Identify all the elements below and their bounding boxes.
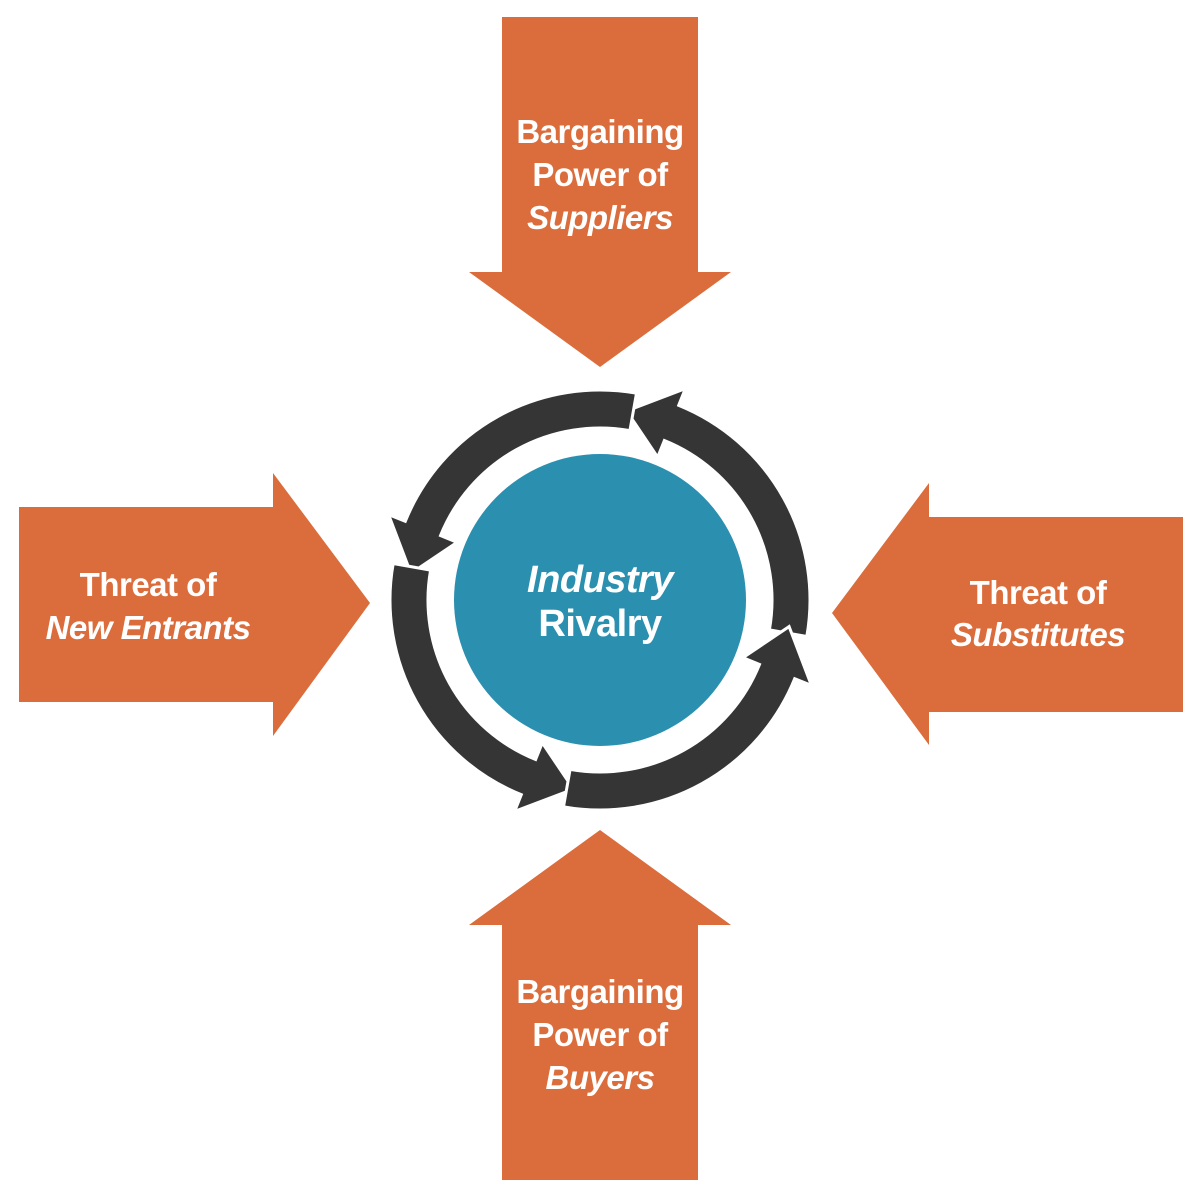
cycle-arrow-bottom [388,561,576,815]
buyers-arrow [469,830,731,1180]
suppliers-label-line3: Suppliers [527,199,673,236]
cycle-arrow-left [385,388,639,576]
center-label-line1: Industry [527,559,675,601]
new-entrants-arrow [19,473,370,736]
new-entrants-label-line1: Threat of [80,566,218,603]
buyers-label-line3: Buyers [546,1059,655,1096]
buyers-label-line2: Power of [532,1016,669,1053]
suppliers-label-line1: Bargaining [516,113,683,150]
cycle-arrow-right [561,624,815,812]
new-entrants-label-line2: New Entrants [46,609,251,646]
rivalry-cycle-ring [385,385,815,815]
buyers-label-line1: Bargaining [516,973,683,1010]
cycle-arrow-top [624,385,812,639]
substitutes-arrow [832,483,1183,745]
center-label-line2: Rivalry [538,603,662,645]
suppliers-label-line2: Power of [532,156,669,193]
substitutes-label-line2: Substitutes [951,616,1125,653]
substitutes-label-line1: Threat of [970,574,1108,611]
suppliers-arrow [469,17,731,367]
industry-rivalry-circle [454,454,746,746]
